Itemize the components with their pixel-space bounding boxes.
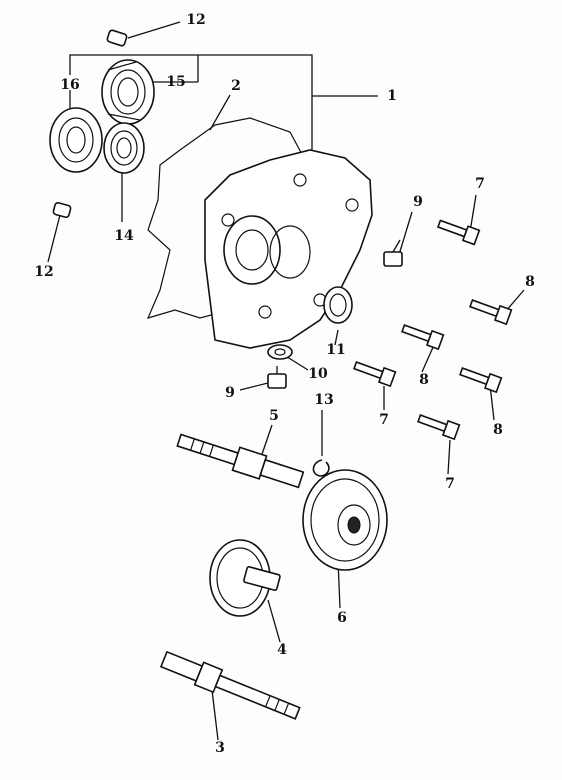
bearing-14 — [103, 122, 145, 174]
intermediate-gear — [209, 539, 281, 617]
callout-15: 15 — [166, 74, 186, 90]
bearing-15 — [101, 59, 155, 125]
callout-7-upper: 7 — [475, 176, 485, 192]
callout-8-middle: 8 — [419, 372, 429, 388]
callout-2: 2 — [231, 78, 241, 94]
washer — [267, 344, 293, 360]
dowel-pin-left — [52, 202, 72, 218]
final-gear — [302, 469, 388, 571]
drive-shaft — [159, 650, 301, 720]
callout-16: 16 — [60, 77, 80, 93]
bearing-16 — [49, 107, 103, 173]
callout-7-middle: 7 — [379, 412, 389, 428]
callout-11: 11 — [326, 342, 346, 358]
callout-12-left: 12 — [34, 264, 54, 280]
callout-10: 10 — [308, 366, 328, 382]
callout-9-lower: 9 — [225, 385, 235, 401]
callout-7-lower: 7 — [445, 476, 455, 492]
callout-5: 5 — [269, 408, 279, 424]
callout-1: 1 — [387, 88, 397, 104]
circlip — [312, 459, 330, 477]
drain-bolt-lower — [267, 366, 287, 389]
leader-lines — [47, 21, 525, 741]
flange-bolts — [353, 219, 513, 441]
callout-14: 14 — [114, 228, 134, 244]
drain-bolt-upper — [383, 239, 403, 267]
callout-3: 3 — [215, 740, 225, 756]
oil-seal — [323, 286, 353, 324]
callout-12-top: 12 — [186, 12, 206, 28]
countershaft — [176, 433, 305, 489]
callout-6: 6 — [337, 610, 347, 626]
dowel-pin-top — [106, 29, 128, 47]
callout-9-upper: 9 — [413, 194, 423, 210]
callout-4: 4 — [277, 642, 287, 658]
callout-13: 13 — [314, 392, 334, 408]
callout-8-upper: 8 — [525, 274, 535, 290]
callout-8-lower: 8 — [493, 422, 503, 438]
